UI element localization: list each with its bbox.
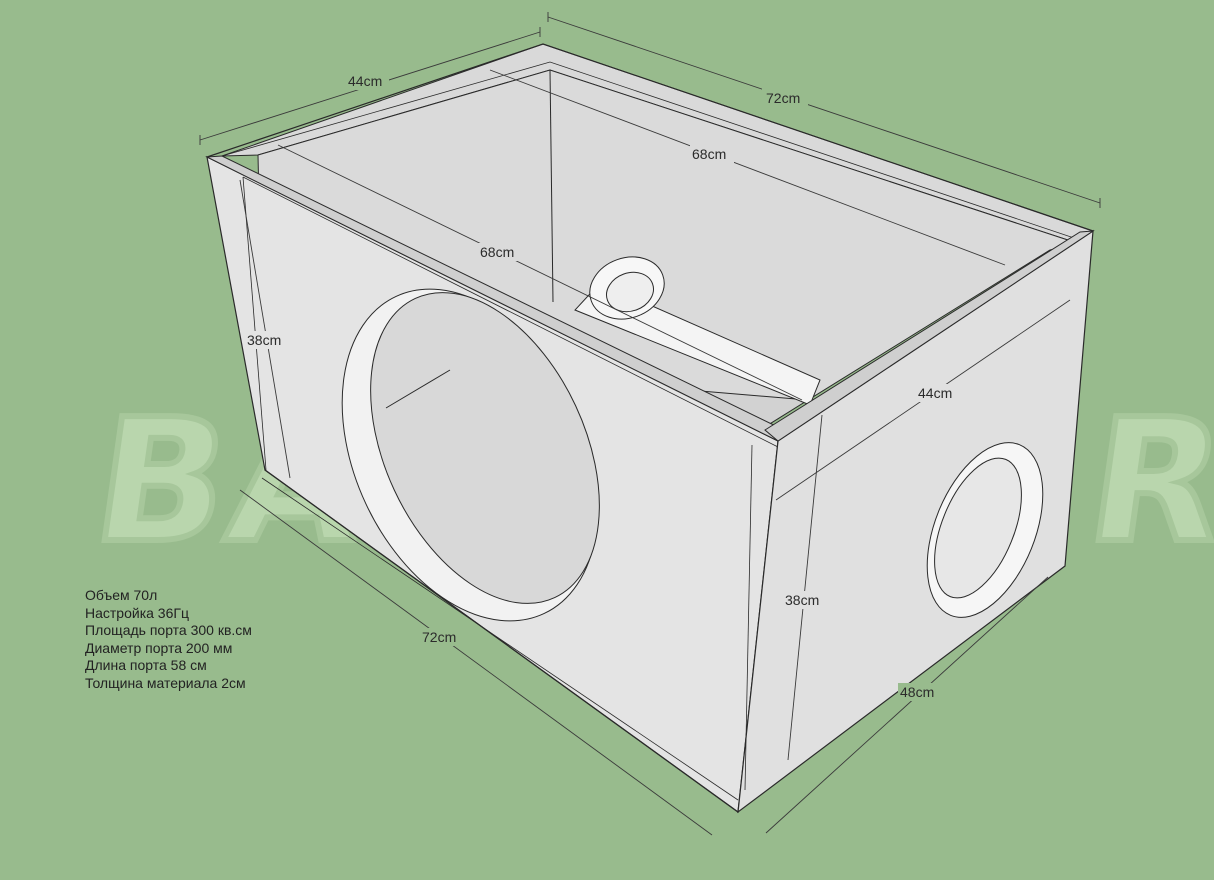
dim-top-depth: 44cm [348,73,382,89]
bottom-front-edge [264,469,739,813]
dim-inner-length-back: 68cm [692,146,726,162]
spec-volume: Объем 70л [85,587,158,603]
top-rim-left [206,43,1094,232]
spec-port-diameter: Диаметр порта 200 мм [85,639,233,656]
spec-material-thickness: Толщина материала 2см [85,674,246,691]
speaker-cutout [341,288,600,622]
spec-port-length: Длина порта 58 см [85,657,207,674]
spec-port-area: Площадь порта 300 кв.см [85,622,252,639]
dim-right-inner-width: 44cm [918,385,952,401]
front-left-vertical [242,176,267,471]
dimension-lines [199,12,1101,836]
dim-top-length: 72cm [766,90,800,106]
dimension-labels: 44cm 72cm 68cm 68cm 38cm 44cm 38cm 72cm … [245,72,960,701]
right-panel-thickness [744,444,753,791]
right-panel-top-edge [764,230,1095,442]
dim-right-height: 38cm [785,592,819,608]
dim-bottom-width: 48cm [900,684,934,700]
spec-tuning: Настройка 36Гц [85,604,189,621]
front-panel-inner-edge [242,176,779,448]
back-corner-edge [549,69,554,303]
dim-bottom-length: 72cm [422,629,456,645]
bottom-front-edge-2 [261,477,739,801]
dim-inner-length-mid: 68cm [480,244,514,260]
dim-left-height: 38cm [247,332,281,348]
port-opening [926,442,1044,618]
specifications-list: Объем 70л Настройка 36Гц Площадь порта 3… [85,587,252,693]
top-rim-inner [221,61,1081,241]
